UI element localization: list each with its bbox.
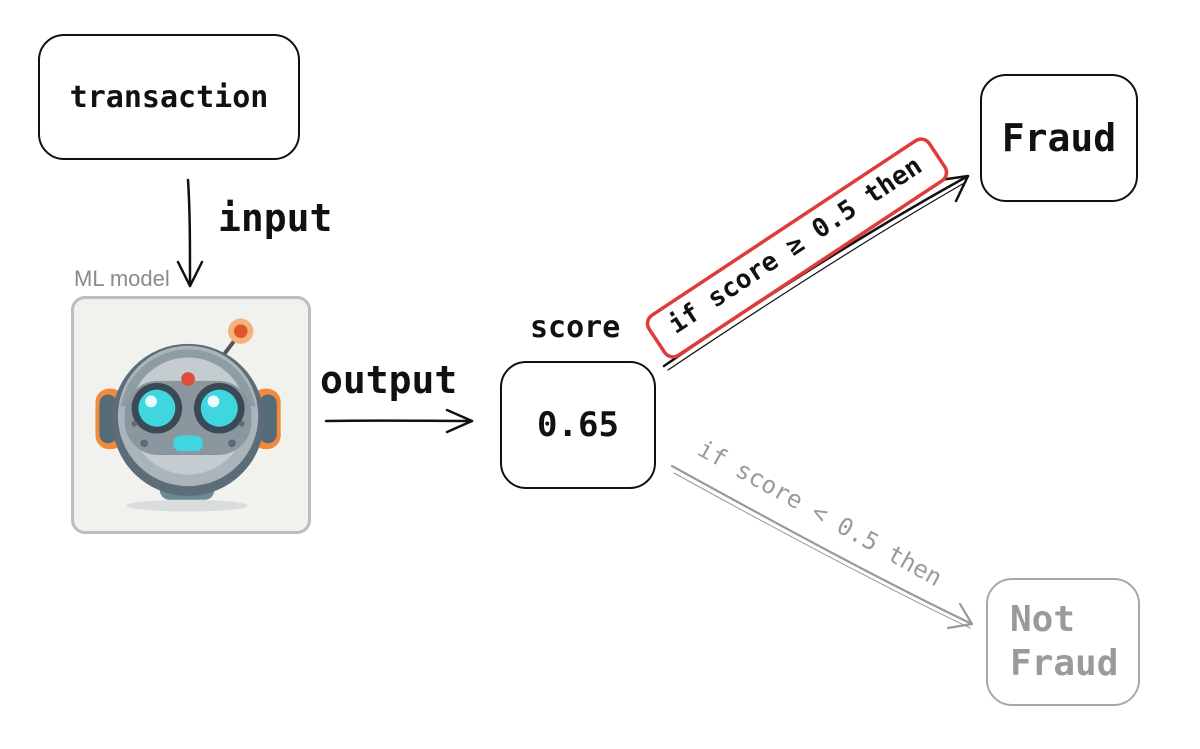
input-label: input	[218, 196, 333, 240]
transaction-box: transaction	[38, 34, 300, 160]
input-arrow	[176, 178, 204, 288]
robot-icon	[95, 318, 281, 512]
fraud-box: Fraud	[980, 74, 1138, 202]
output-arrow	[324, 408, 474, 434]
rule-highlight-frame	[645, 137, 949, 359]
transaction-label: transaction	[69, 79, 269, 115]
score-value-box: 0.65	[500, 361, 656, 489]
not-fraud-label-line2: Fraud	[1010, 643, 1119, 684]
fraud-label: Fraud	[1001, 116, 1117, 160]
not-fraud-label-line1: Not	[1010, 599, 1076, 640]
output-label: output	[320, 358, 458, 402]
score-value: 0.65	[537, 405, 619, 445]
not-fraud-box: Not Fraud	[986, 578, 1140, 706]
not-fraud-arrow	[670, 464, 974, 630]
model-caption: ML model	[74, 266, 170, 291]
score-label: score	[530, 310, 621, 345]
model-box	[71, 296, 311, 534]
